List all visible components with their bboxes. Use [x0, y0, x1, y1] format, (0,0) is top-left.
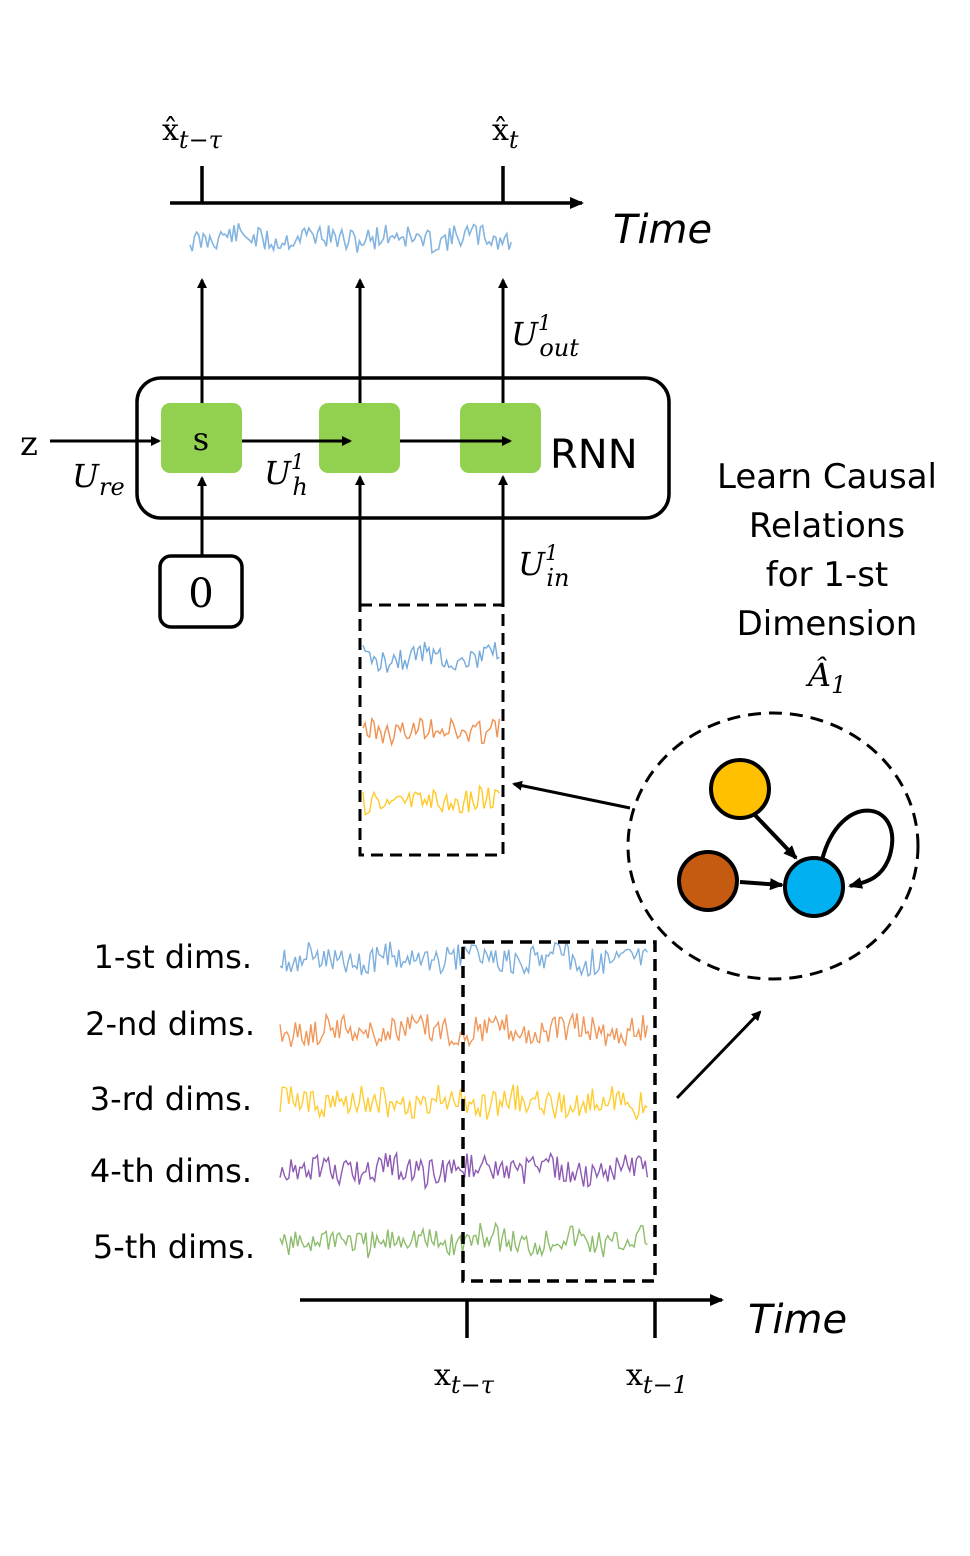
rnn-container	[135, 376, 671, 520]
bottom-time-axis: Time xt−τ xt−1	[300, 1294, 847, 1399]
bottom-axis-label: Time	[748, 1297, 847, 1343]
selected-signal-2	[362, 716, 501, 747]
dim-signal-5	[279, 1221, 648, 1259]
rnn-label: RNN	[550, 432, 638, 478]
z-label: z	[20, 424, 38, 464]
bottom-tick-left-label: xt−τ	[434, 1358, 495, 1399]
causal-line-4: Dimension	[737, 604, 918, 644]
u-re-label: Ure	[72, 457, 125, 501]
rnn-cell-1	[161, 403, 242, 473]
causal-graph-boundary	[626, 711, 920, 981]
causal-line-2: Relations	[749, 506, 905, 546]
node-blue-target	[783, 856, 845, 918]
selected-input-window	[358, 603, 505, 857]
causal-line-3: for 1-st	[766, 555, 889, 595]
predicted-signal-trace	[189, 223, 512, 255]
dim-label-5: 5-th dims.	[93, 1228, 255, 1266]
edge-blue-self-loop	[820, 808, 895, 889]
multivariate-series: 1-st dims. 2-nd dims. 3-rd dims. 4-th di…	[85, 938, 657, 1283]
edge-yellow-to-blue	[750, 810, 798, 860]
rnn-cell-3	[460, 403, 541, 473]
node-orange	[677, 850, 739, 912]
dim-label-1: 1-st dims.	[93, 938, 252, 976]
top-tick-left-label: x̂t−τ	[162, 113, 223, 154]
lag-window-box	[461, 940, 657, 1283]
top-time-axis: Time x̂t−τ x̂t	[162, 113, 712, 253]
dim-signal-2	[279, 1011, 649, 1048]
dim-signal-1	[279, 939, 648, 978]
selected-signal-1	[362, 641, 500, 673]
window-to-graph-arrow	[675, 1010, 762, 1100]
causal-line-1: Learn Causal	[717, 457, 937, 497]
selected-window-box	[358, 603, 505, 857]
init-state-label: 0	[188, 571, 213, 617]
top-tick-right-label: x̂t	[492, 113, 519, 154]
predicted-signal	[189, 223, 512, 255]
causal-description: Learn Causal Relations for 1-st Dimensio…	[717, 457, 937, 699]
dim-label-2: 2-nd dims.	[85, 1005, 255, 1043]
edge-orange-to-blue	[739, 878, 784, 891]
dim-label-3: 3-rd dims.	[90, 1080, 252, 1118]
rnn-cell-2	[319, 403, 400, 473]
dim-signal-4	[279, 1150, 649, 1191]
node-yellow	[709, 758, 771, 820]
graph-to-window-arrow	[512, 780, 631, 810]
causal-symbol: Â1	[805, 656, 846, 699]
rnn-cell-label: s	[193, 420, 209, 458]
causal-graph	[626, 711, 920, 981]
bottom-tick-right-label: xt−1	[626, 1358, 688, 1399]
selected-signal-3	[362, 784, 500, 816]
dim-label-4: 4-th dims.	[90, 1152, 252, 1190]
top-axis-label: Time	[613, 207, 712, 253]
